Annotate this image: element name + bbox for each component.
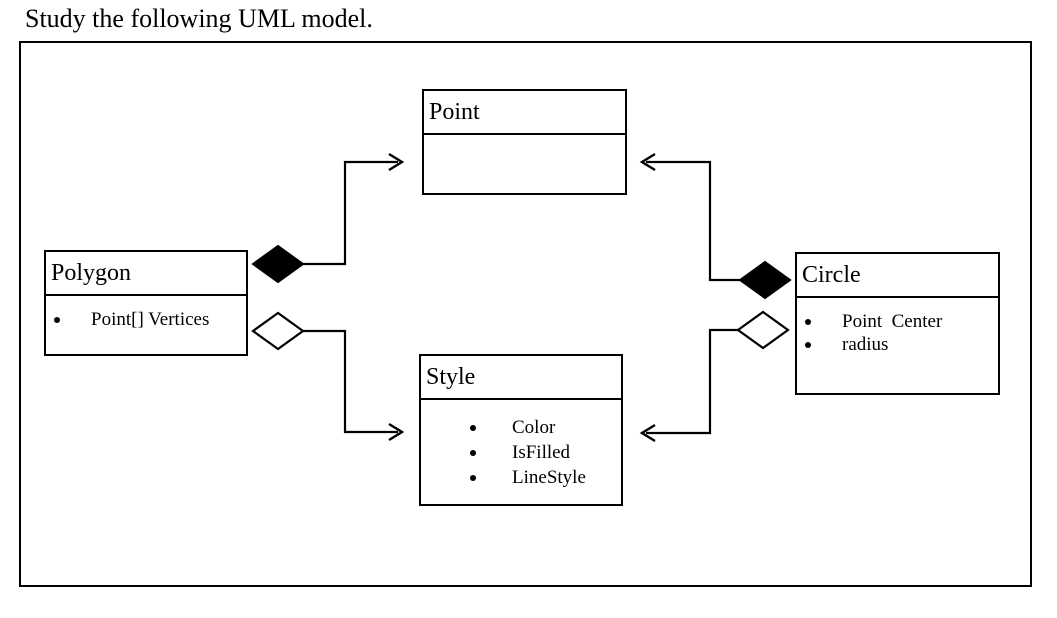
bullet-icon: [805, 341, 811, 348]
circle-point-connector: [646, 160, 740, 282]
attribute-text: IsFilled: [512, 441, 571, 463]
polygon-point-arrow-icon: [388, 152, 405, 172]
circle-aggregation-diamond-icon: [736, 310, 790, 350]
attribute-item: LineStyle: [421, 465, 621, 490]
class-attributes-circle: Point Center radius: [797, 298, 998, 356]
attribute-text: radius: [842, 333, 889, 355]
figure-caption: Study the following UML model.: [25, 4, 373, 33]
attribute-item: IsFilled: [421, 440, 621, 465]
attribute-item: Point[] Vertices: [46, 308, 246, 331]
attribute-item: Color: [421, 415, 621, 440]
polygon-composition-diamond-icon: [251, 244, 305, 284]
uml-class-circle: Circle Point Center radius: [795, 252, 1000, 395]
polygon-style-arrow-icon: [388, 422, 405, 442]
bullet-icon: [470, 474, 476, 481]
attribute-item: radius: [797, 333, 998, 356]
bullet-icon: [470, 424, 476, 431]
bullet-icon: [54, 316, 60, 323]
polygon-aggregation-diamond-icon: [251, 311, 305, 351]
circle-composition-diamond-icon: [738, 260, 792, 300]
class-name-point: Point: [424, 91, 625, 135]
polygon-point-connector: [303, 160, 398, 266]
class-name-polygon: Polygon: [46, 252, 246, 296]
attribute-text: Point Center: [842, 310, 943, 332]
bullet-icon: [805, 318, 811, 325]
class-attributes-polygon: Point[] Vertices: [46, 296, 246, 331]
uml-class-point: Point: [422, 89, 627, 195]
attribute-item: Point Center: [797, 310, 998, 333]
class-attributes-style: Color IsFilled LineStyle: [421, 400, 621, 490]
circle-style-connector: [646, 328, 738, 435]
class-attributes-point: [424, 135, 625, 147]
attribute-text: Point[] Vertices: [91, 308, 210, 330]
class-name-circle: Circle: [797, 254, 998, 298]
attribute-text: LineStyle: [512, 466, 586, 488]
uml-class-polygon: Polygon Point[] Vertices: [44, 250, 248, 356]
bullet-icon: [470, 449, 476, 456]
diagram-frame: [19, 41, 1032, 587]
class-name-style: Style: [421, 356, 621, 400]
circle-style-arrow-icon: [639, 423, 656, 443]
uml-class-style: Style Color IsFilled LineStyle: [419, 354, 623, 506]
attribute-text: Color: [512, 416, 556, 438]
polygon-style-connector: [303, 329, 398, 434]
circle-point-arrow-icon: [639, 152, 656, 172]
